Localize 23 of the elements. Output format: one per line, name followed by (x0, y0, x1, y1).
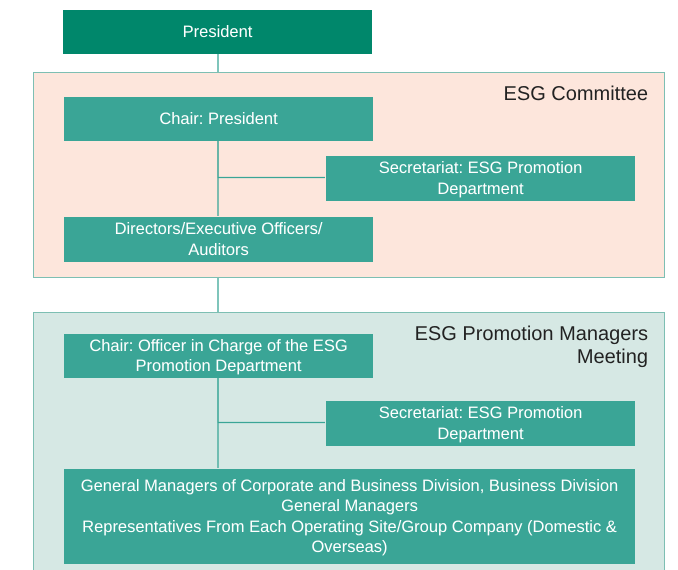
connector-line (217, 377, 325, 424)
group-panel (33, 72, 665, 278)
role-label: President (182, 22, 252, 42)
connector-line (217, 278, 219, 312)
role-box (64, 469, 635, 564)
role-box (63, 10, 372, 54)
role-label: Chair: Officer in Charge of the ESG Promotion Department (88, 336, 349, 376)
role-box (326, 401, 635, 446)
role-label: General Managers of Corporate and Business Division, Business Division General Managers (80, 476, 620, 516)
panel-title: ESG Committee (502, 83, 648, 106)
role-box (64, 97, 373, 141)
role-label: Directors/Executive Officers/ Auditors (114, 219, 324, 260)
group-panel (33, 312, 665, 570)
role-box (326, 156, 635, 201)
role-label: Representatives From Each Operating Site/Group Company (Domestic & Overseas) (81, 516, 618, 558)
role-box (64, 334, 373, 378)
role-box (64, 217, 373, 262)
role-label: Secretariat: ESG Promotion Department (378, 403, 584, 444)
connector-line (217, 54, 219, 72)
connector-line (217, 140, 325, 178)
role-label: Secretariat: ESG Promotion Department (378, 158, 584, 199)
role-label: Chair: President (159, 108, 278, 130)
panel-title: ESG Promotion Managers Meeting (414, 323, 648, 369)
